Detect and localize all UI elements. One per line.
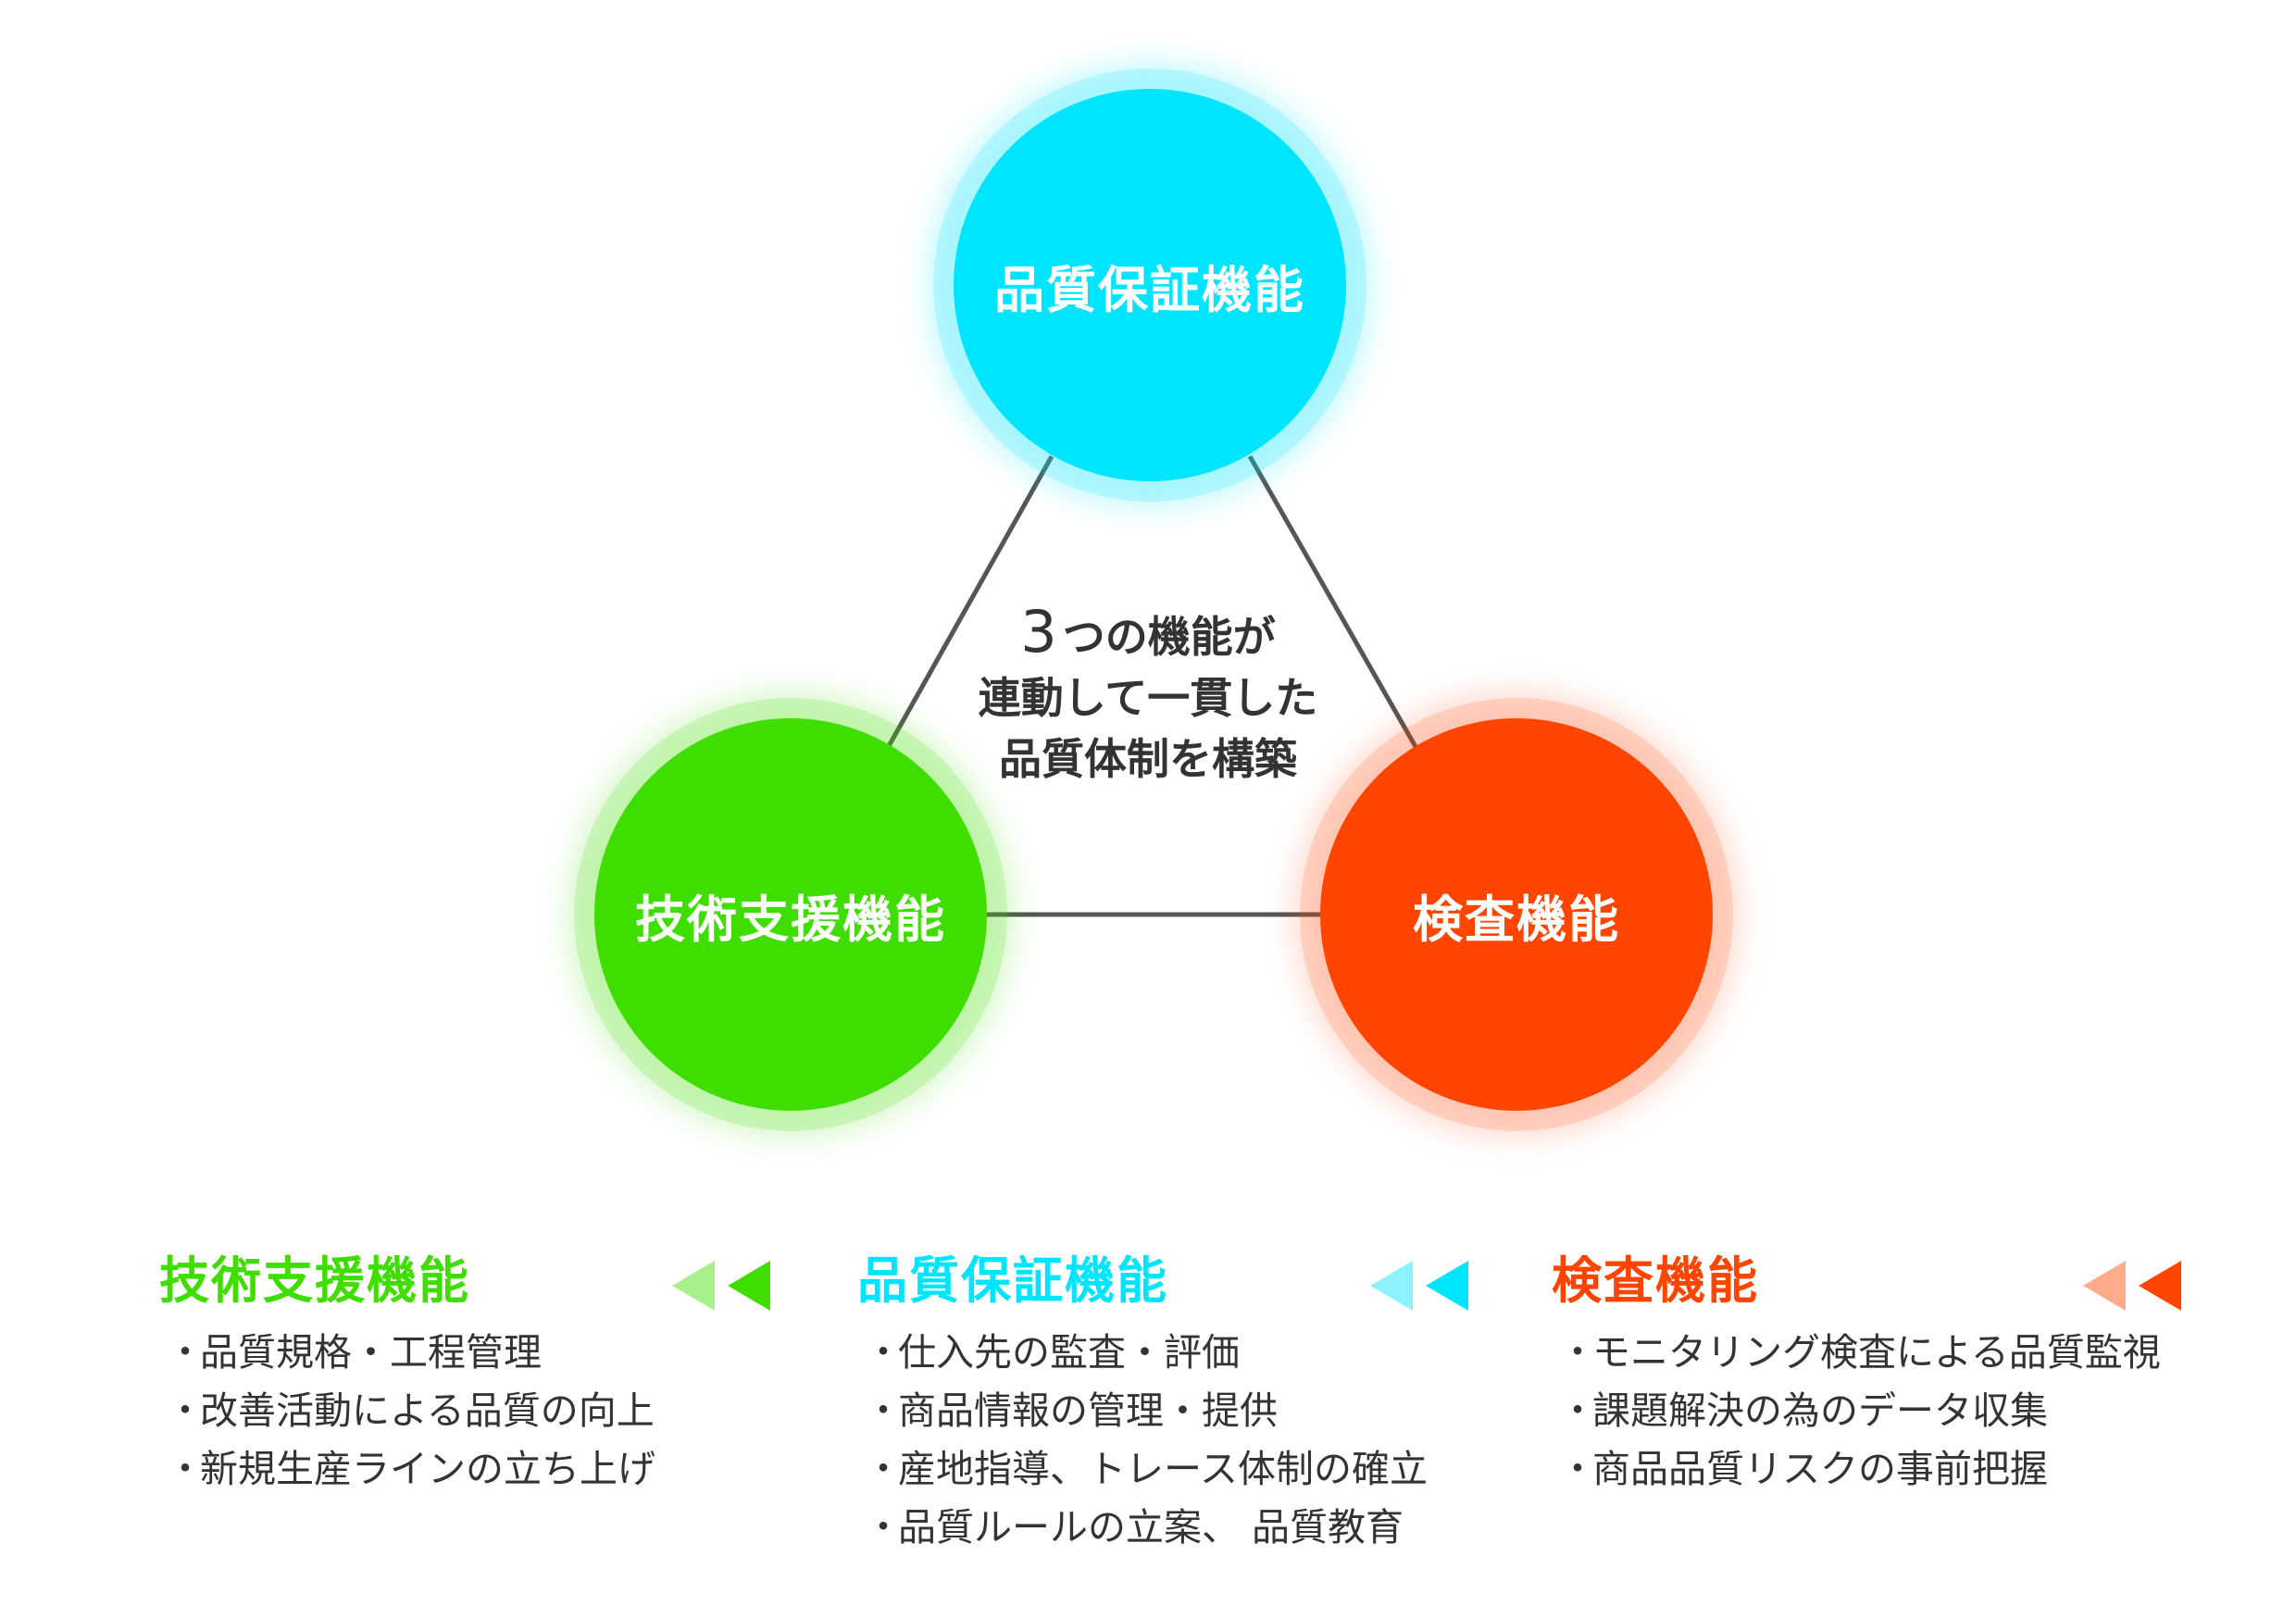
node-tech-label: 技術支援機能 bbox=[635, 890, 946, 949]
panel-tech-support: 技術支援機能 ・品質規格・工程管理 ・改善活動による品質の向上 ・新規生産ライン… bbox=[159, 1242, 770, 1499]
list-item: ・品質規格・工程管理 bbox=[159, 1324, 770, 1382]
bullet: ・ bbox=[865, 1389, 902, 1432]
bullet: ・ bbox=[167, 1448, 204, 1490]
panel-qa-header: 品質保証機能 bbox=[857, 1242, 1468, 1320]
arrow-left-icon bbox=[1426, 1261, 1468, 1311]
arrow-left-icon bbox=[728, 1261, 770, 1311]
center-caption-line-3: 品質体制を構築 bbox=[999, 734, 1297, 784]
panel-tech-list: ・品質規格・工程管理 ・改善活動による品質の向上 ・新規生産ラインの立ち上げ bbox=[159, 1324, 770, 1499]
node-inspection-label: 検査機能 bbox=[1413, 890, 1620, 949]
arrow-left-icon bbox=[672, 1261, 715, 1311]
panel-inspection-list: ・モニタリング検査による品質監視 ・課題解決の為のデータ収集 ・商品品質リスクの… bbox=[1552, 1324, 2181, 1499]
list-item-text: 品質規格・工程管理 bbox=[200, 1330, 542, 1375]
list-item: ・産地指導、トレース体制の確立 bbox=[857, 1440, 1468, 1499]
bullet: ・ bbox=[1559, 1331, 1596, 1374]
center-caption-number: 3 bbox=[1020, 598, 1057, 666]
bullet: ・ bbox=[1559, 1389, 1596, 1432]
panel-tech-arrows bbox=[672, 1261, 770, 1311]
list-item: ・商品品質リスクの事前把握 bbox=[1552, 1440, 2181, 1499]
list-item-text: 課題解決の為のデータ収集 bbox=[1592, 1388, 2048, 1433]
bullet: ・ bbox=[865, 1506, 902, 1549]
arrow-left-icon bbox=[1370, 1261, 1413, 1311]
panel-qa-list: ・仕入先の監査・評価 ・商品情報の管理・提供 ・産地指導、トレース体制の確立 ・… bbox=[857, 1324, 1468, 1557]
arrow-left-icon bbox=[2139, 1261, 2181, 1311]
list-item: ・仕入先の監査・評価 bbox=[857, 1324, 1468, 1382]
list-item-text: 商品品質リスクの事前把握 bbox=[1592, 1447, 2048, 1491]
connector-qa-tech bbox=[886, 454, 1054, 748]
list-item: ・課題解決の為のデータ収集 bbox=[1552, 1382, 2181, 1440]
list-item: ・新規生産ラインの立ち上げ bbox=[159, 1440, 770, 1499]
list-item: ・改善活動による品質の向上 bbox=[159, 1382, 770, 1440]
bullet: ・ bbox=[1559, 1448, 1596, 1490]
list-item-text: 改善活動による品質の向上 bbox=[200, 1388, 655, 1433]
node-tech-support-function: 技術支援機能 bbox=[594, 718, 987, 1111]
center-caption-line-2: 連動して一貫した bbox=[978, 673, 1318, 723]
list-item-text: 商品情報の管理・提供 bbox=[898, 1388, 1278, 1433]
node-inspection-function: 検査機能 bbox=[1320, 718, 1713, 1111]
list-item-text: モニタリング検査による品質監視 bbox=[1592, 1330, 2161, 1375]
list-item: ・商品情報の管理・提供 bbox=[857, 1382, 1468, 1440]
list-item-text: 産地指導、トレース体制の確立 bbox=[898, 1447, 1428, 1491]
panel-qa-title: 品質保証機能 bbox=[857, 1251, 1168, 1310]
list-item: ・品質ルールの立案、 品質教育 bbox=[857, 1499, 1468, 1557]
panel-inspection-arrows bbox=[2083, 1261, 2181, 1311]
bullet: ・ bbox=[865, 1448, 902, 1490]
node-qa-label: 品質保証機能 bbox=[994, 260, 1305, 319]
panel-qa-arrows bbox=[1370, 1261, 1468, 1311]
node-qa-function: 品質保証機能 bbox=[954, 89, 1346, 481]
list-item: ・モニタリング検査による品質監視 bbox=[1552, 1324, 2181, 1382]
bullet: ・ bbox=[865, 1331, 902, 1374]
arrow-left-icon bbox=[2083, 1261, 2126, 1311]
panel-tech-header: 技術支援機能 bbox=[159, 1242, 770, 1320]
bullet: ・ bbox=[167, 1389, 204, 1432]
panel-inspection-header: 検査機能 bbox=[1552, 1242, 2181, 1320]
panel-quality-assurance: 品質保証機能 ・仕入先の監査・評価 ・商品情報の管理・提供 ・産地指導、トレース… bbox=[857, 1242, 1468, 1557]
center-caption-line-1-text: つの機能が bbox=[1062, 612, 1276, 662]
list-item-text: 品質ルールの立案、 品質教育 bbox=[898, 1505, 1404, 1550]
bullet: ・ bbox=[167, 1331, 204, 1374]
panel-inspection: 検査機能 ・モニタリング検査による品質監視 ・課題解決の為のデータ収集 ・商品品… bbox=[1552, 1242, 2181, 1499]
list-item-text: 仕入先の監査・評価 bbox=[898, 1330, 1240, 1375]
panel-tech-title: 技術支援機能 bbox=[159, 1251, 470, 1310]
list-item-text: 新規生産ラインの立ち上げ bbox=[200, 1447, 655, 1491]
panel-inspection-title: 検査機能 bbox=[1552, 1251, 1759, 1310]
connector-qa-inspection bbox=[1247, 454, 1421, 753]
